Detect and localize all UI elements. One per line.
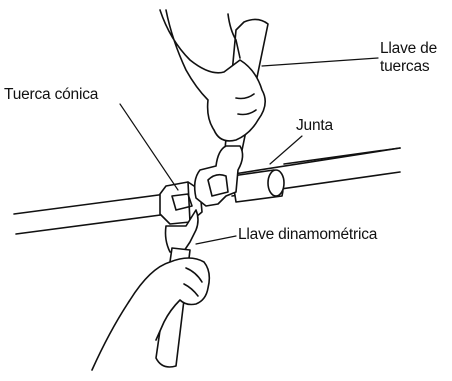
label-spanner: Llave de tuercas — [380, 40, 437, 76]
label-spanner-line1: Llave de — [380, 40, 437, 57]
label-cone-nut: Tuerca cónica — [4, 86, 98, 104]
lower-hand — [92, 258, 209, 370]
label-union: Junta — [296, 117, 333, 135]
union-fitting — [232, 170, 284, 202]
label-spanner-line2: tuercas — [380, 58, 437, 76]
label-torque-wrench: Llave dinamométrica — [238, 226, 377, 244]
